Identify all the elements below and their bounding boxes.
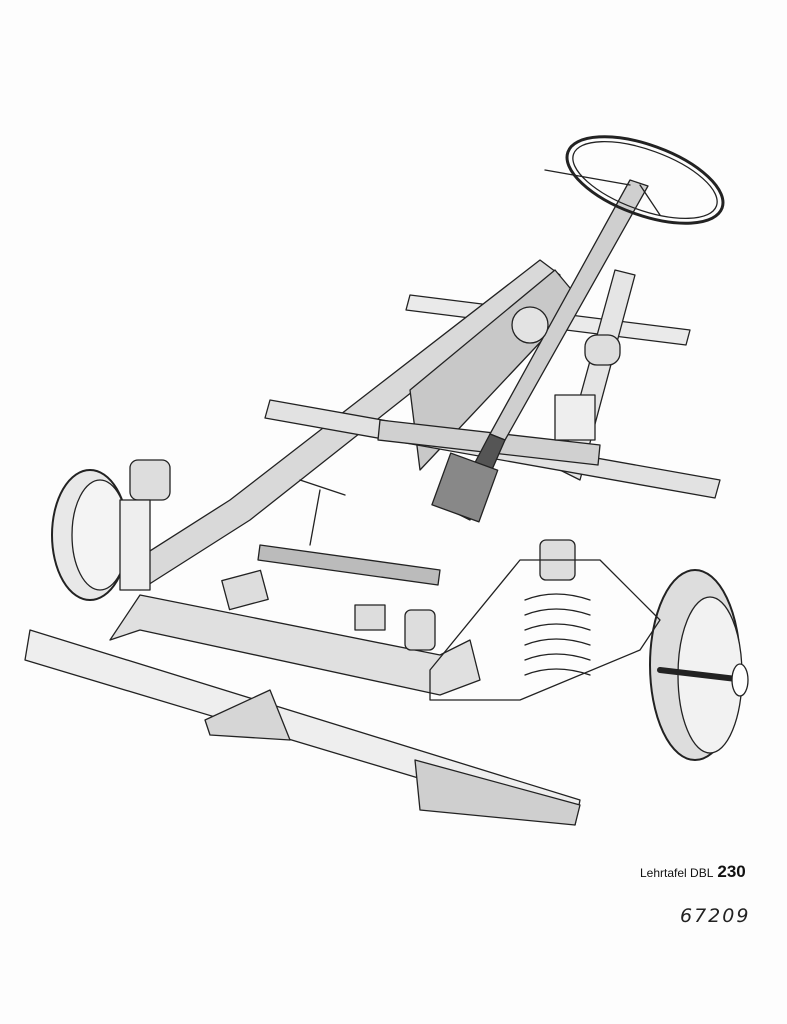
right-brake-drum — [649, 569, 749, 761]
front-axle-beam — [24, 594, 581, 826]
left-brake-drum — [51, 469, 129, 601]
coil-spring — [429, 539, 661, 701]
plate-number: 67209 — [680, 905, 751, 927]
caption-label: Lehrtafel DBL — [640, 866, 714, 880]
tie-rod — [257, 479, 441, 586]
steering-column — [431, 179, 649, 523]
caption-number: 230 — [717, 862, 746, 881]
steering-wheel — [544, 135, 725, 225]
left-kingpin — [119, 459, 171, 591]
rear-brackets — [221, 306, 621, 651]
